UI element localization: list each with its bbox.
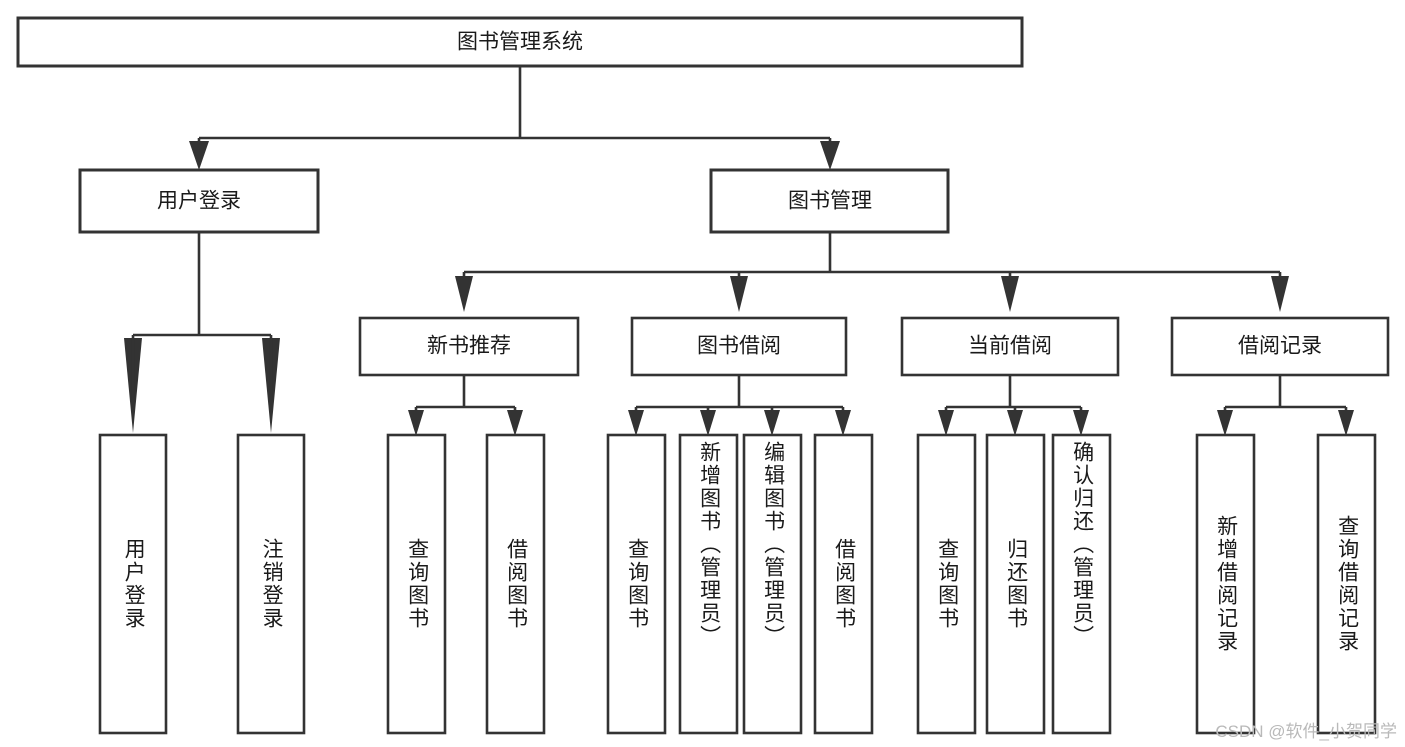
leaf-box-current-borrow-3[interactable] xyxy=(1051,433,1112,735)
arrowhead-leaf-r1 xyxy=(1217,410,1233,436)
arrowhead-current-borrow xyxy=(1001,276,1019,312)
leaf-box-book-borrow-4[interactable] xyxy=(813,433,874,735)
node-book-borrow[interactable]: 图书借阅 xyxy=(630,316,848,377)
node-root[interactable]: 图书管理系统 xyxy=(16,16,1024,68)
arrowhead-book-manage xyxy=(820,141,840,170)
arrowhead-user-login xyxy=(189,141,209,170)
node-borrow-record[interactable]: 借阅记录 xyxy=(1170,316,1390,377)
leaf-box-new-book-2[interactable] xyxy=(485,433,546,735)
arrowhead-leaf-r2 xyxy=(1338,410,1354,436)
leaf-box-new-book-1[interactable] xyxy=(386,433,447,735)
node-current-borrow-box[interactable] xyxy=(900,316,1120,377)
arrowhead-leaf-c2 xyxy=(1007,410,1023,436)
node-user-login-box[interactable] xyxy=(78,168,320,234)
arrowhead-borrow-record xyxy=(1271,276,1289,312)
arrowhead-leaf-n1 xyxy=(408,410,424,436)
connectors xyxy=(124,66,1354,436)
node-user-login-label: 用户登录 xyxy=(157,190,241,213)
node-user-login[interactable]: 用户登录 xyxy=(78,168,320,234)
arrowhead-leaf-c1 xyxy=(938,410,954,436)
leaf-box-user-login-1[interactable] xyxy=(98,433,168,735)
node-root-box[interactable] xyxy=(16,16,1024,68)
node-new-book-recommend-box[interactable] xyxy=(358,316,580,377)
arrowhead-leaf-b3 xyxy=(764,410,780,436)
leaf-box-book-borrow-2[interactable] xyxy=(678,433,739,735)
node-current-borrow-label: 当前借阅 xyxy=(968,335,1052,358)
leaf-box-borrow-record-2[interactable] xyxy=(1316,433,1377,735)
node-book-manage-box[interactable] xyxy=(709,168,950,234)
node-borrow-record-box[interactable] xyxy=(1170,316,1390,377)
node-book-manage[interactable]: 图书管理 xyxy=(709,168,950,234)
arrowhead-leaf-b4 xyxy=(835,410,851,436)
node-root-label: 图书管理系统 xyxy=(457,31,583,54)
arrowhead-leaf-c3 xyxy=(1073,410,1089,436)
node-new-book-recommend[interactable]: 新书推荐 xyxy=(358,316,580,377)
leaf-box-user-login-2[interactable] xyxy=(236,433,306,735)
leaf-box-book-borrow-3[interactable] xyxy=(742,433,803,735)
arrowhead-new-book xyxy=(455,276,473,312)
node-book-borrow-box[interactable] xyxy=(630,316,848,377)
arrowhead-leaf-n2 xyxy=(507,410,523,436)
node-new-book-recommend-label: 新书推荐 xyxy=(427,335,511,358)
node-borrow-record-label: 借阅记录 xyxy=(1238,335,1322,358)
leaf-box-book-borrow-1[interactable] xyxy=(606,433,667,735)
node-current-borrow[interactable]: 当前借阅 xyxy=(900,316,1120,377)
leaf-box-borrow-record-1[interactable] xyxy=(1195,433,1256,735)
arrowhead-book-borrow xyxy=(730,276,748,312)
leaf-boxes xyxy=(98,433,1377,735)
arrowhead-leaf-b2 xyxy=(700,410,716,436)
node-book-borrow-label: 图书借阅 xyxy=(697,335,781,358)
watermark: CSDN @软件_小贺同学 xyxy=(1215,722,1397,741)
node-book-manage-label: 图书管理 xyxy=(788,190,872,213)
arrowhead-leaf-b1 xyxy=(628,410,644,436)
leaf-box-current-borrow-2[interactable] xyxy=(985,433,1046,735)
leaf-box-current-borrow-1[interactable] xyxy=(916,433,977,735)
